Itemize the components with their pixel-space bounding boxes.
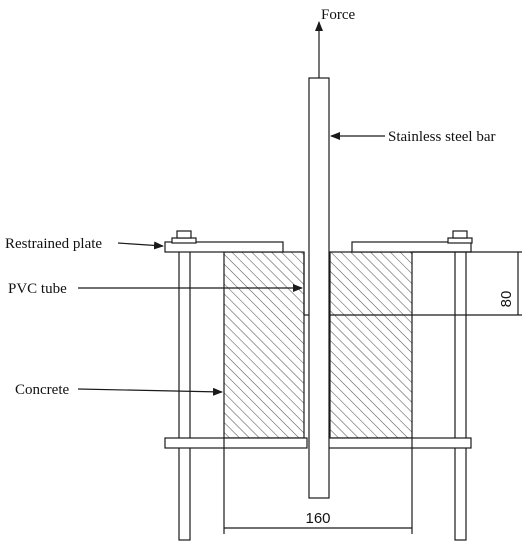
concrete-label: Concrete xyxy=(15,382,69,398)
concrete-right xyxy=(329,251,413,439)
plate-leader xyxy=(117,241,164,250)
bonded-length-dimension: 80 xyxy=(330,251,522,316)
rod-left xyxy=(178,235,191,541)
top-plate-right xyxy=(351,241,472,253)
nut-left-washer xyxy=(171,237,197,244)
concrete-leader xyxy=(77,387,223,396)
top-plate-left xyxy=(164,241,284,253)
bottom-plate-left xyxy=(164,437,308,449)
rod-right xyxy=(454,235,467,541)
width-dimension: 160 xyxy=(223,438,413,534)
pvc-tube xyxy=(303,252,309,316)
nut-left xyxy=(176,230,192,239)
tube-label: PVC tube xyxy=(8,281,67,297)
width-value: 160 xyxy=(305,510,330,527)
force-label: Force xyxy=(321,7,355,23)
nut-right-washer xyxy=(447,237,473,244)
bonded-length-value: 80 xyxy=(498,291,515,308)
restrained-plate-top xyxy=(164,230,473,253)
nut-right xyxy=(452,230,468,239)
concrete-block xyxy=(223,251,413,439)
concrete-left xyxy=(223,251,305,439)
stainless-steel-bar xyxy=(308,77,330,499)
bar-label: Stainless steel bar xyxy=(388,129,495,145)
bottom-plate-right xyxy=(326,437,472,449)
plate-label: Restrained plate xyxy=(5,236,102,252)
